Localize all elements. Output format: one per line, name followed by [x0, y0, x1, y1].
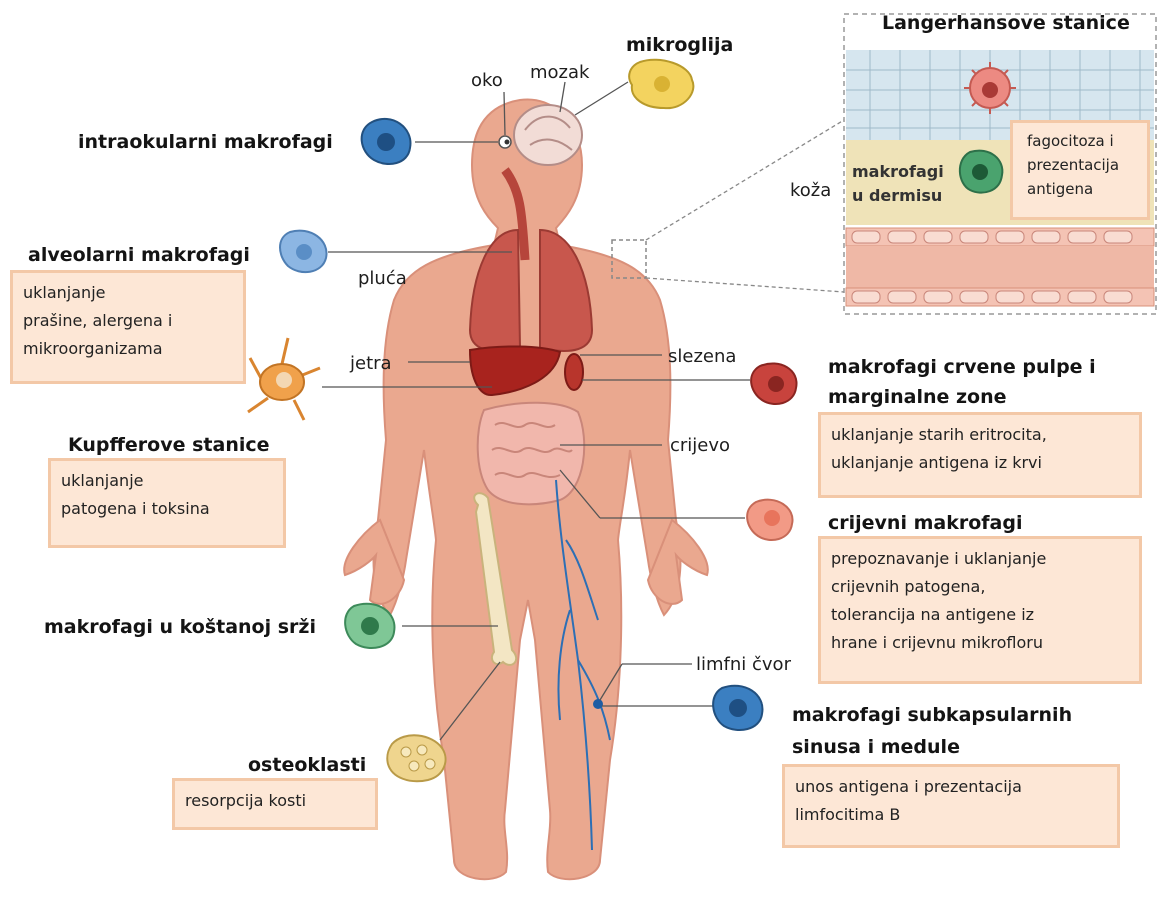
label-crvena-pulpa-2: marginalne zone [828, 386, 1007, 408]
box-kupfferove-line: uklanjanje [61, 467, 273, 495]
label-mikroglija: mikroglija [626, 34, 733, 56]
box-kupfferove-line: patogena i toksina [61, 495, 273, 523]
box-langerhans-line: prezentacija [1027, 153, 1133, 177]
eye-pupil [505, 140, 510, 145]
box-alveolarni-line: prašine, alergena i [23, 307, 233, 335]
label-slezena: slezena [668, 346, 736, 367]
box-subkapsularni-line: limfocitima B [795, 801, 1107, 829]
vessel-lumen [846, 246, 1154, 288]
label-koza: koža [790, 180, 831, 201]
cell-kostana-srz [345, 604, 394, 648]
box-langerhans-line: antigena [1027, 177, 1133, 201]
box-langerhans-line: fagocitoza i [1027, 129, 1133, 153]
label-subkapsularni-1: makrofagi subkapsularnih [792, 704, 1072, 726]
label-langerhans: Langerhansove stanice [882, 12, 1130, 34]
spleen [565, 354, 583, 390]
box-kupfferove: uklanjanje patogena i toksina [48, 458, 286, 548]
label-limfni-cvor: limfni čvor [696, 654, 791, 675]
cell-kupffer [248, 338, 320, 420]
label-pluca: pluća [358, 268, 407, 289]
box-crvena-pulpa-line: uklanjanje antigena iz krvi [831, 449, 1129, 477]
label-osteoklasti: osteoklasti [248, 754, 366, 776]
cell-mikroglija [629, 60, 693, 108]
inset-connector-bottom [646, 278, 844, 292]
label-dermis-2: u dermisu [852, 186, 942, 205]
label-crijevni: crijevni makrofagi [828, 512, 1022, 534]
box-subkapsularni: unos antigena i prezentacija limfocitima… [782, 764, 1120, 848]
box-alveolarni: uklanjanje prašine, alergena i mikroorga… [10, 270, 246, 384]
cell-intraokularni [362, 119, 411, 164]
label-kostana-srz: makrofagi u koštanoj srži [44, 616, 316, 638]
label-mozak: mozak [530, 62, 589, 83]
label-subkapsularni-2: sinusa i medule [792, 736, 960, 758]
cell-subkapsularni [713, 686, 762, 730]
dermis-macrophage [960, 151, 1003, 193]
cell-osteoklasti [387, 735, 445, 781]
box-alveolarni-line: mikroorganizama [23, 335, 233, 363]
box-crvena-pulpa-line: uklanjanje starih eritrocita, [831, 421, 1129, 449]
box-crvena-pulpa: uklanjanje starih eritrocita, uklanjanje… [818, 412, 1142, 498]
box-crijevni: prepoznavanje i uklanjanje crijevnih pat… [818, 536, 1142, 684]
box-crijevni-line: prepoznavanje i uklanjanje [831, 545, 1129, 573]
label-crvena-pulpa-1: makrofagi crvene pulpe i [828, 356, 1096, 378]
box-crijevni-line: hrane i crijevnu mikrofloru [831, 629, 1129, 657]
cell-alveolarni [280, 231, 327, 273]
brain [514, 105, 582, 165]
box-subkapsularni-line: unos antigena i prezentacija [795, 773, 1107, 801]
lymph-node [593, 699, 603, 709]
cell-crijevni [747, 500, 792, 540]
label-kupfferove: Kupfferove stanice [68, 434, 270, 456]
label-crijevo: crijevo [670, 435, 730, 456]
label-oko: oko [471, 70, 503, 91]
box-alveolarni-line: uklanjanje [23, 279, 233, 307]
label-alveolarni: alveolarni makrofagi [28, 244, 250, 266]
right-lung [540, 230, 592, 351]
leader-mikroglija [575, 82, 628, 115]
box-crijevni-line: tolerancija na antigene iz [831, 601, 1129, 629]
label-jetra: jetra [350, 353, 392, 374]
intestines [478, 403, 585, 505]
label-intraokularni: intraokularni makrofagi [78, 131, 333, 153]
box-osteoklasti: resorpcija kosti [172, 778, 378, 830]
box-crijevni-line: crijevnih patogena, [831, 573, 1129, 601]
cell-crvena-pulpa [751, 363, 796, 404]
label-dermis-1: makrofagi [852, 162, 944, 181]
box-osteoklasti-line: resorpcija kosti [185, 787, 365, 815]
box-langerhans: fagocitoza i prezentacija antigena [1010, 120, 1150, 220]
